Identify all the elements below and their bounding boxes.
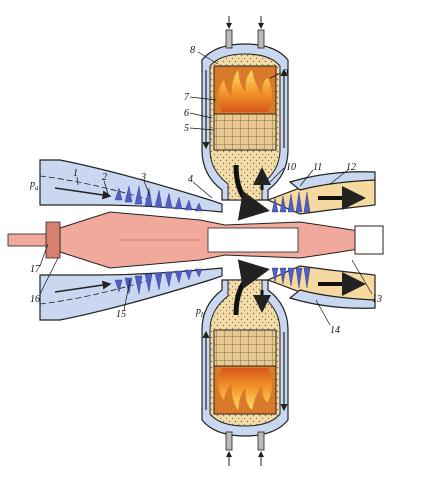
- label-1: 1: [73, 168, 78, 179]
- coupling: [45, 221, 61, 259]
- flow-arrow-icon: [54, 187, 112, 200]
- flow-arrow-icon: [233, 164, 271, 221]
- label-16: 16: [30, 294, 40, 305]
- label-9: 9: [283, 68, 288, 79]
- label-14: 14: [330, 325, 340, 336]
- label-7: 7: [184, 92, 190, 103]
- inlet-casing: [39, 159, 223, 321]
- upper-liner-grid: [213, 113, 277, 151]
- fuel-nozzle-icon: [225, 431, 265, 466]
- pressure-label-pb: pb: [195, 306, 205, 319]
- label-11: 11: [313, 162, 322, 173]
- flow-arrow-icon: [54, 280, 112, 293]
- label-4: 4: [188, 174, 193, 185]
- label-12: 12: [346, 162, 356, 173]
- part-labels: 1 2 3 4 5 6 7 8 9 10 11 12 13 14 15 16 1…: [29, 45, 382, 336]
- label-5: 5: [184, 123, 189, 134]
- compressor-blades: [114, 185, 203, 295]
- label-10: 10: [286, 162, 296, 173]
- label-13: 13: [372, 294, 382, 305]
- flame-icon: [218, 368, 272, 410]
- rotor-shaft: [7, 211, 384, 269]
- flame-icon: [218, 70, 272, 112]
- turbine-exhaust: [266, 171, 376, 309]
- leader-lines: [39, 51, 373, 326]
- label-6: 6: [184, 108, 189, 119]
- bearing: [354, 225, 384, 255]
- label-8: 8: [190, 45, 195, 56]
- fuel-nozzle-icon: [225, 16, 265, 49]
- turbine-blades: [271, 191, 311, 289]
- label-2: 2: [102, 172, 107, 183]
- upper-combustor: [201, 16, 289, 221]
- flow-arrow-icon: [233, 259, 271, 316]
- pressure-label-pa: pa: [29, 179, 39, 192]
- label-15: 15: [116, 309, 126, 320]
- label-17: 17: [30, 264, 41, 275]
- lower-combustor: [201, 259, 289, 466]
- label-3: 3: [140, 172, 146, 183]
- lower-liner-grid: [213, 329, 277, 367]
